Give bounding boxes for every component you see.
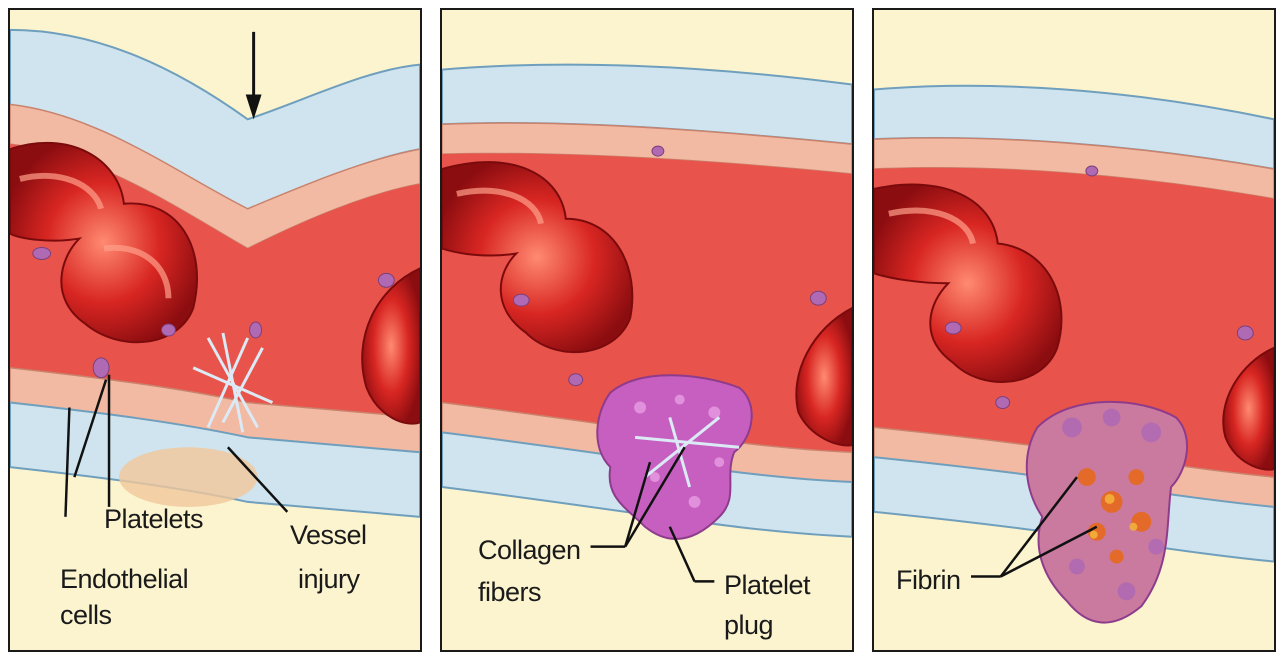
endothelial-label: Endothelial xyxy=(60,562,188,596)
vessel-injury-label-line2: injury xyxy=(298,562,360,596)
platelet-plug-label: Platelet xyxy=(724,568,810,602)
vessel-injury-label: Vessel xyxy=(290,518,367,552)
fibrin-label: Fibrin xyxy=(896,563,961,597)
collagen-fibers-label-line2: fibers xyxy=(478,575,541,609)
collagen-fibers-label: Collagen xyxy=(478,533,581,567)
vessel-injury-illustration xyxy=(10,10,420,650)
fibrin-clot-illustration xyxy=(874,10,1274,650)
panel-vessel-injury: Platelets Endothelial cells Vessel injur… xyxy=(8,8,422,652)
platelets-label: Platelets xyxy=(104,502,203,536)
panel-platelet-plug: Collagen fibers Platelet plug xyxy=(440,8,854,652)
endothelial-label-line2: cells xyxy=(60,598,112,632)
panel-fibrin-clot: Fibrin xyxy=(872,8,1276,652)
platelet-plug-label-line2: plug xyxy=(724,608,773,642)
